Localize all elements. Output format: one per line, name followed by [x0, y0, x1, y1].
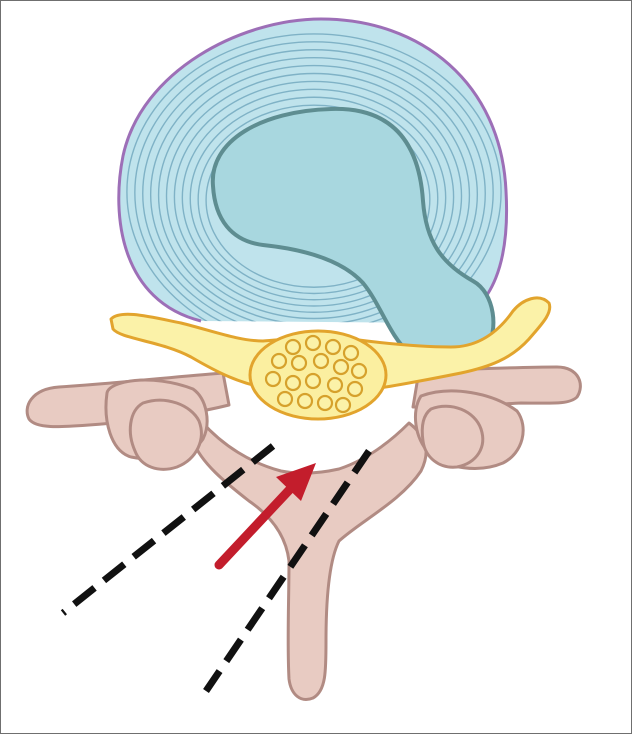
- nerve-root: [346, 380, 364, 398]
- annulus-lamella: [126, 33, 502, 323]
- nerve-root: [332, 358, 350, 376]
- nerve-root: [312, 352, 330, 370]
- annulus-lamella: [173, 80, 455, 313]
- nerve-root: [342, 344, 360, 362]
- approach-direction-arrow: [214, 463, 316, 570]
- right-facet-superior-articular: [420, 404, 485, 469]
- annulus-lamella: [181, 88, 447, 307]
- nerve-root: [290, 354, 308, 372]
- nerve-root: [284, 374, 302, 392]
- annulus-lamellae: [126, 33, 502, 323]
- annulus-lamella: [142, 49, 486, 323]
- arrow-head: [276, 463, 316, 501]
- annulus-lamella: [149, 56, 479, 323]
- left-facet-superior-articular: [128, 398, 203, 471]
- nerve-root: [270, 352, 288, 370]
- nerve-root: [304, 372, 322, 390]
- nerve-root: [316, 394, 334, 412]
- nerve-roots: [264, 334, 368, 414]
- nerve-root: [350, 362, 368, 380]
- arrow-shaft: [214, 481, 298, 570]
- needle-trajectory-right: [203, 449, 372, 693]
- annulus-lamella: [165, 72, 463, 320]
- lamina-spinous-process: [191, 419, 428, 701]
- nerve-root: [276, 390, 294, 408]
- needle-trajectory-left: [60, 443, 276, 616]
- nerve-root: [304, 334, 322, 352]
- annulus-outline: [117, 17, 509, 325]
- annulus-lamella: [157, 64, 471, 323]
- nerve-root: [334, 396, 352, 414]
- nerve-root: [324, 338, 342, 356]
- annulus-lamella: [197, 104, 431, 295]
- nerve-root: [284, 338, 302, 356]
- nerve-root: [326, 376, 344, 394]
- annulus-lamella: [134, 41, 494, 323]
- annulus-lamella: [189, 96, 439, 301]
- nerve-root: [264, 370, 282, 388]
- nerve-root: [296, 392, 314, 410]
